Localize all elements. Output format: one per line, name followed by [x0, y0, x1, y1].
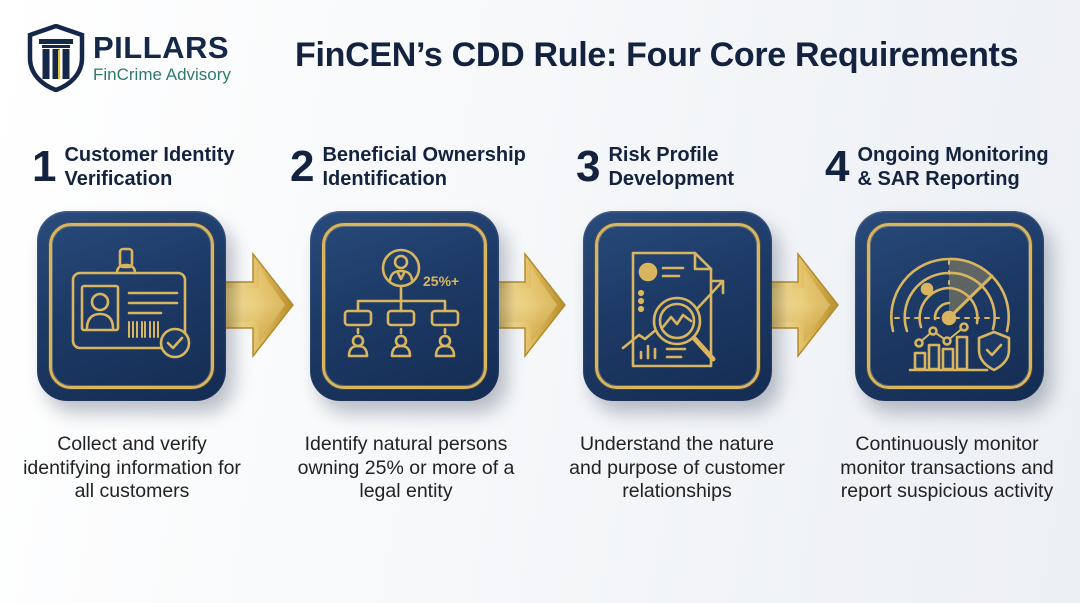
- arrow-right-icon: [760, 251, 839, 359]
- id-card-check-icon: [71, 247, 191, 359]
- step-number: 1: [32, 142, 57, 191]
- step-title-line1: Ongoing Monitoring: [857, 144, 1049, 166]
- step-2-heading: 2 Beneficial Ownership Identification: [290, 143, 526, 191]
- step-4-description: Continuously monitor monitor transaction…: [840, 433, 1054, 502]
- shield-pillar-icon: [27, 24, 85, 92]
- arrow-right-icon: [487, 251, 566, 359]
- step-3-tile: [583, 211, 772, 401]
- step-title-line1: Risk Profile: [608, 144, 719, 166]
- step-number: 2: [290, 142, 315, 191]
- svg-text:25%+: 25%+: [423, 273, 459, 289]
- step-2-tile: 25%+: [310, 211, 499, 401]
- brand-subtitle: FinCrime Advisory: [93, 64, 231, 84]
- step-title-line2: Identification: [322, 168, 447, 190]
- tile-frame: [49, 223, 214, 389]
- step-title-line2: & SAR Reporting: [857, 168, 1020, 190]
- step-1-tile: [37, 211, 226, 401]
- ownership-hierarchy-icon: 25%+: [343, 248, 460, 358]
- step-3-description: Understand the nature and purpose of cus…: [569, 433, 785, 502]
- step-title-line1: Beneficial Ownership: [322, 144, 526, 166]
- step-2-description: Identify natural persons owning 25% or m…: [297, 433, 515, 502]
- tile-frame: [595, 223, 760, 389]
- arrow-right-icon: [215, 251, 294, 359]
- step-number: 4: [825, 142, 850, 191]
- tile-frame: [867, 223, 1032, 389]
- document-analysis-magnifier-icon: [621, 251, 725, 368]
- radar-chart-shield-icon: [890, 257, 1011, 372]
- step-3-heading: 3 Risk Profile Development: [576, 143, 734, 191]
- brand-name: PILLARS: [93, 29, 230, 65]
- step-4-tile: [855, 211, 1044, 401]
- step-title-line2: Verification: [64, 168, 173, 190]
- page-title: FinCEN’s CDD Rule: Four Core Requirement…: [295, 36, 1019, 74]
- step-1-description: Collect and verify identifying informati…: [23, 433, 241, 502]
- step-title-line1: Customer Identity: [64, 144, 235, 166]
- step-4-heading: 4 Ongoing Monitoring & SAR Reporting: [825, 143, 1049, 191]
- step-1-heading: 1 Customer Identity Verification: [32, 143, 235, 191]
- step-title-line2: Development: [608, 168, 735, 190]
- tile-frame: [322, 223, 487, 389]
- step-number: 3: [576, 142, 601, 191]
- brand-logo: PILLARS FinCrime Advisory: [27, 24, 231, 92]
